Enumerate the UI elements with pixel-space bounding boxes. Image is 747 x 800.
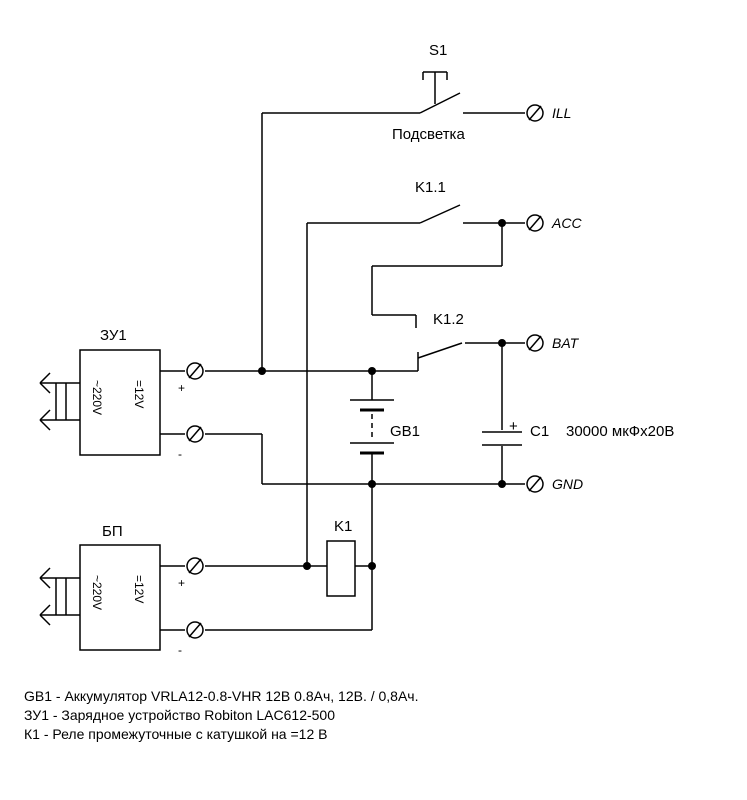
terminal-ill — [526, 104, 544, 122]
gnd-label: GND — [552, 476, 583, 492]
zu1-label: ЗУ1 — [100, 327, 127, 344]
bat-label: BAT — [552, 335, 580, 351]
terminal-gnd — [526, 475, 544, 493]
zu1-minus: - — [178, 447, 182, 461]
component-notes: GB1 - Аккумулятор VRLA12-0.8-VHR 12В 0.8… — [24, 687, 419, 744]
acc-label: ACC — [551, 215, 582, 231]
terminal-zu1-plus — [186, 362, 204, 380]
bp-v220: ~220V — [90, 575, 104, 610]
bp-v12: =12V — [132, 575, 146, 603]
zu1-v12: =12V — [132, 380, 146, 408]
zu1-plus: + — [178, 381, 185, 395]
terminal-bp-plus — [186, 557, 204, 575]
power-supply-bp — [39, 544, 185, 651]
c1-plus: + — [509, 418, 518, 435]
bp-label: БП — [102, 523, 123, 540]
c1-value: 30000 мкФх20В — [566, 423, 674, 440]
terminal-bp-minus — [186, 621, 204, 639]
bp-minus: - — [178, 643, 182, 657]
junction-dot — [498, 480, 506, 488]
battery-gb1 — [350, 371, 394, 566]
ill-label: ILL — [552, 105, 571, 121]
k11-label: K1.1 — [415, 179, 446, 196]
capacitor-c1 — [482, 431, 522, 446]
circuit-schematic: S1 Подсветка K1.1 K1.2 GB1 — [39, 42, 674, 657]
gb1-label: GB1 — [390, 423, 420, 440]
s1-caption: Подсветка — [392, 126, 465, 143]
note-k1: К1 - Реле промежуточные с катушкой на =1… — [24, 726, 328, 742]
k12-label: K1.2 — [433, 311, 464, 328]
switch-s1 — [261, 71, 525, 371]
junction-dot — [368, 480, 376, 488]
terminal-zu1-minus — [186, 425, 204, 443]
s1-label: S1 — [429, 42, 447, 59]
bp-plus: + — [178, 576, 185, 590]
relay-contact-k11 — [306, 204, 525, 566]
note-zu1: ЗУ1 - Зарядное устройство Robiton LAC612… — [24, 707, 336, 723]
junction-dot — [303, 562, 311, 570]
note-gb1: GB1 - Аккумулятор VRLA12-0.8-VHR 12В 0.8… — [24, 688, 419, 704]
c1-label: C1 — [530, 423, 549, 440]
junction-dot — [258, 367, 266, 375]
zu1-v220: ~220V — [90, 380, 104, 415]
relay-contact-k12 — [417, 339, 525, 484]
terminal-acc — [526, 214, 544, 232]
relay-coil-k1 — [205, 540, 376, 631]
k1-label: K1 — [334, 518, 352, 535]
charger-zu1 — [39, 349, 185, 456]
terminal-bat — [526, 334, 544, 352]
